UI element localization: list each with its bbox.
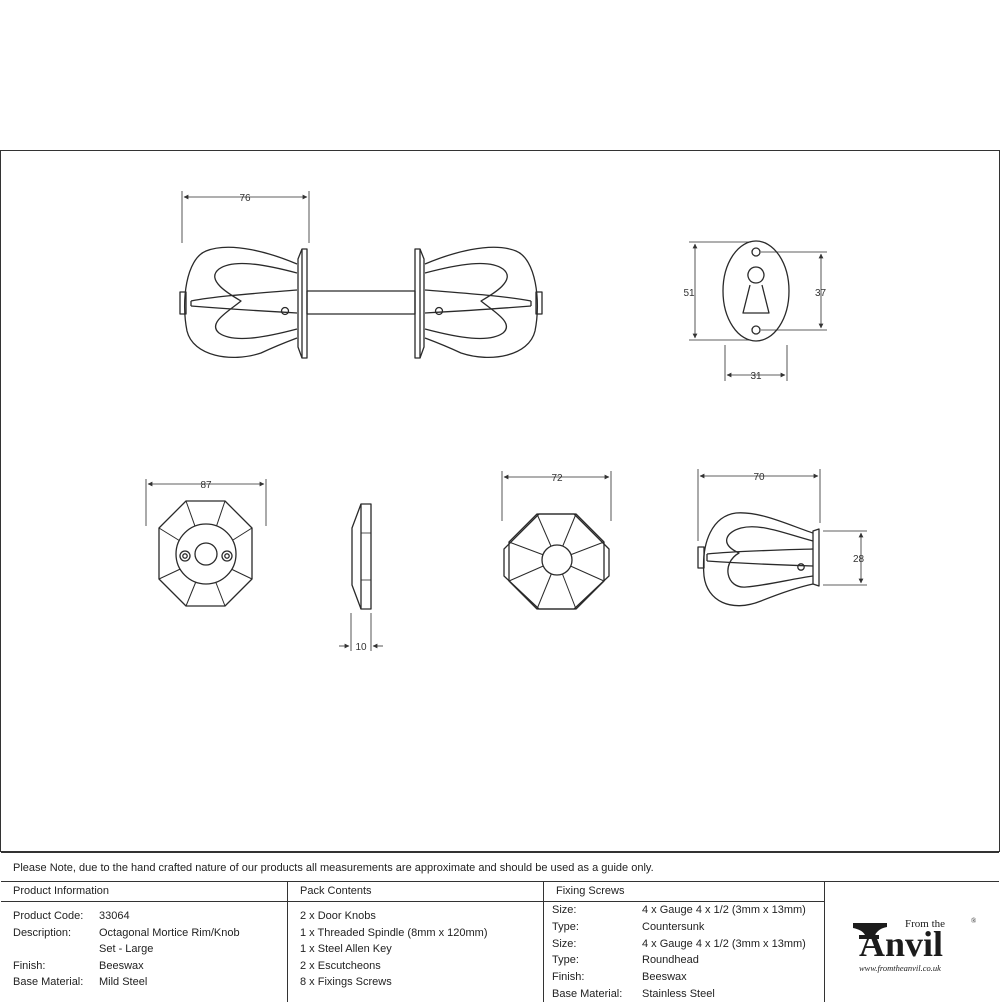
row-value: Set - Large [99, 943, 154, 955]
fixing-row: Base Material: Stainless Steel [544, 986, 824, 1003]
pack-item: 1 x Threaded Spindle (8mm x 120mm) [300, 926, 488, 939]
product-code-row: Product Code: 33064 [1, 908, 287, 925]
row-value: 33064 [99, 910, 130, 922]
row-label [1, 941, 99, 958]
row-label: Size: [552, 937, 577, 950]
dim-escutcheon-height: 51 [683, 288, 695, 299]
pack-contents-heading: Pack Contents [288, 881, 543, 902]
finish-row: Finish: Beeswax [1, 958, 287, 975]
pack-item: 2 x Escutcheons [300, 959, 381, 972]
dim-knob-face-diameter: 72 [551, 473, 563, 484]
row-value: Stainless Steel [642, 987, 715, 1000]
row-value: Beeswax [642, 971, 687, 984]
brand-logo: From the Anvil ® www.fromtheanvil.co.uk [825, 881, 999, 1002]
row-value: Octagonal Mortice Rim/Knob [99, 926, 240, 939]
knob-pair-side-view [179, 191, 543, 359]
row-value: 4 x Gauge 4 x 1/2 (3mm x 13mm) [642, 937, 806, 950]
fixing-row: Type: Roundhead [544, 952, 824, 969]
row-label: Finish: [552, 971, 585, 984]
dim-rose-depth: 10 [355, 642, 367, 653]
product-information-heading: Product Information [1, 881, 287, 902]
knob-side-view [697, 469, 867, 607]
pack-contents-section: Pack Contents 2 x Door Knobs 1 x Threade… [288, 881, 544, 1002]
pack-item: 8 x Fixings Screws [300, 976, 392, 988]
technical-drawing: 76 51 37 31 [145, 191, 867, 653]
logo-from-the: From the [905, 918, 945, 930]
dim-rose-diameter: 87 [200, 480, 212, 491]
dim-knob-base: 28 [853, 554, 865, 565]
description-row: Description: Octagonal Mortice Rim/Knob [1, 925, 287, 942]
row-value: Countersunk [642, 920, 705, 933]
anvil-icon [853, 923, 887, 939]
row-label: Base Material: [13, 976, 84, 988]
row-label: Type: [552, 954, 579, 967]
row-label: Finish: [13, 959, 46, 972]
description-continued-row: Set - Large [1, 941, 287, 958]
dim-knob-projection: 70 [753, 472, 765, 483]
fixing-row: Finish: Beeswax [544, 969, 824, 986]
escutcheon-front-view [689, 240, 827, 381]
row-label: Product Code: [13, 910, 84, 922]
fixing-row: Type: Countersunk [544, 919, 824, 936]
logo-url: www.fromtheanvil.co.uk [859, 963, 941, 973]
pack-item: 2 x Door Knobs [300, 910, 376, 922]
row-value: Roundhead [642, 954, 699, 967]
dim-escutcheon-inner: 37 [815, 288, 827, 299]
info-table: Product Information Product Code: 33064 D… [1, 881, 999, 1002]
row-label: Size: [552, 904, 577, 916]
measurement-note: Please Note, due to the hand crafted nat… [1, 852, 999, 882]
fixing-row: Size: 4 x Gauge 4 x 1/2 (3mm x 13mm) [544, 936, 824, 953]
row-value: 4 x Gauge 4 x 1/2 (3mm x 13mm) [642, 904, 806, 916]
technical-drawing-sheet: 76 51 37 31 [0, 150, 1000, 1002]
dim-escutcheon-width: 31 [750, 371, 762, 382]
row-label: Base Material: [552, 987, 623, 1000]
fixing-row: Size: 4 x Gauge 4 x 1/2 (3mm x 13mm) [544, 902, 824, 919]
logo-brand: Anvil [859, 924, 943, 964]
anvil-logo: From the Anvil ® www.fromtheanvil.co.uk [853, 917, 977, 973]
fixing-screws-section: Fixing Screws Size: 4 x Gauge 4 x 1/2 (3m… [544, 881, 825, 1002]
rose-side-view [339, 503, 383, 651]
logo-registered: ® [971, 917, 977, 925]
row-value: Mild Steel [99, 976, 148, 988]
product-information-section: Product Information Product Code: 33064 D… [1, 881, 288, 1002]
dim-knob-length: 76 [239, 193, 251, 204]
row-value: Beeswax [99, 959, 144, 972]
pack-item: 1 x Steel Allen Key [300, 943, 392, 955]
knob-face-front-view [501, 471, 612, 610]
row-label: Description: [13, 926, 72, 939]
row-label: Type: [552, 920, 579, 933]
fixing-screws-heading: Fixing Screws [544, 881, 824, 902]
base-material-row: Base Material: Mild Steel [1, 974, 287, 991]
rose-front-view [145, 479, 267, 607]
